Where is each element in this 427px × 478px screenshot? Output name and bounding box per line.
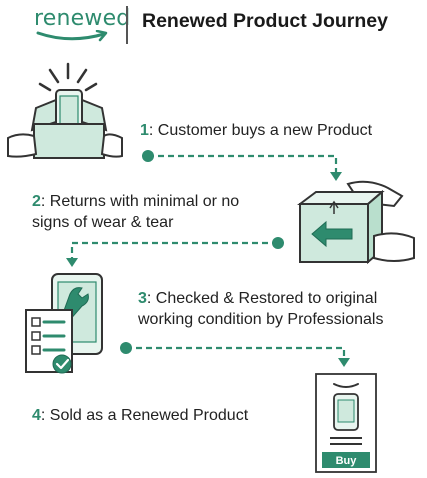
step-4-number: 4 bbox=[32, 407, 41, 424]
connector-1-arrowhead bbox=[330, 172, 342, 181]
return-box-icon bbox=[297, 180, 415, 265]
connector-3-start-dot bbox=[120, 342, 132, 354]
connector-2-start-dot bbox=[272, 237, 284, 249]
smile-arrow-icon bbox=[36, 30, 108, 42]
step-4-line1: : Sold as a Renewed Product bbox=[40, 407, 249, 424]
renewed-logo-text: renewed bbox=[34, 6, 131, 31]
step-2-text: 2: Returns with minimal or no signs of w… bbox=[32, 191, 239, 233]
connector-1 bbox=[148, 154, 338, 176]
step-4-text: 4: Sold as a Renewed Product bbox=[32, 405, 248, 426]
connector-2-arrowhead bbox=[66, 258, 78, 267]
connector-3 bbox=[126, 346, 346, 362]
step-1-text: 1: Customer buys a new Product bbox=[140, 120, 372, 141]
phone-listing-icon bbox=[315, 373, 377, 473]
connector-3-arrowhead bbox=[338, 358, 350, 367]
connector-2 bbox=[70, 241, 278, 262]
step-3-line2: working condition by Professionals bbox=[138, 311, 384, 328]
step-1-number: 1 bbox=[140, 122, 149, 139]
step-2-line1: : Returns with minimal or no bbox=[40, 193, 240, 210]
page-title: Renewed Product Journey bbox=[142, 10, 388, 32]
connector-1-start-dot bbox=[142, 150, 154, 162]
step-1-line1: : Customer buys a new Product bbox=[148, 122, 373, 139]
open-box-phone-icon bbox=[7, 62, 123, 159]
buy-button: Buy bbox=[335, 455, 357, 467]
step-3-number: 3 bbox=[138, 290, 147, 307]
step-3-text: 3: Checked & Restored to original workin… bbox=[138, 288, 383, 330]
checklist-wrench-icon bbox=[25, 273, 103, 374]
step-3-line1: : Checked & Restored to original bbox=[146, 290, 378, 307]
header-divider bbox=[126, 6, 128, 44]
step-2-number: 2 bbox=[32, 193, 41, 210]
step-2-line2: signs of wear & tear bbox=[32, 214, 174, 231]
